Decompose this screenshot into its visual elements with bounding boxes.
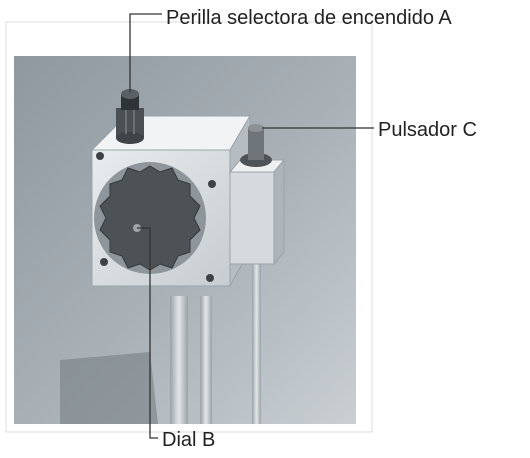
selector-knob-a xyxy=(116,89,144,144)
label-dial-b: Dial B xyxy=(162,429,216,451)
screw-icon xyxy=(206,274,214,282)
label-push-button-c: Pulsador C xyxy=(378,119,477,141)
shadow-shape xyxy=(60,352,158,424)
switch-rod xyxy=(252,262,261,424)
push-button-c xyxy=(228,124,286,266)
dial-b xyxy=(94,162,206,274)
leader-line-a xyxy=(129,13,162,92)
screw-icon xyxy=(208,180,216,188)
label-selector-knob-a: Perilla selectora de encendido A xyxy=(166,7,452,29)
support-rod xyxy=(170,296,188,424)
support-rod xyxy=(200,296,212,424)
leader-line-b xyxy=(137,227,158,439)
screw-icon xyxy=(96,152,104,160)
screw-icon xyxy=(100,258,108,266)
